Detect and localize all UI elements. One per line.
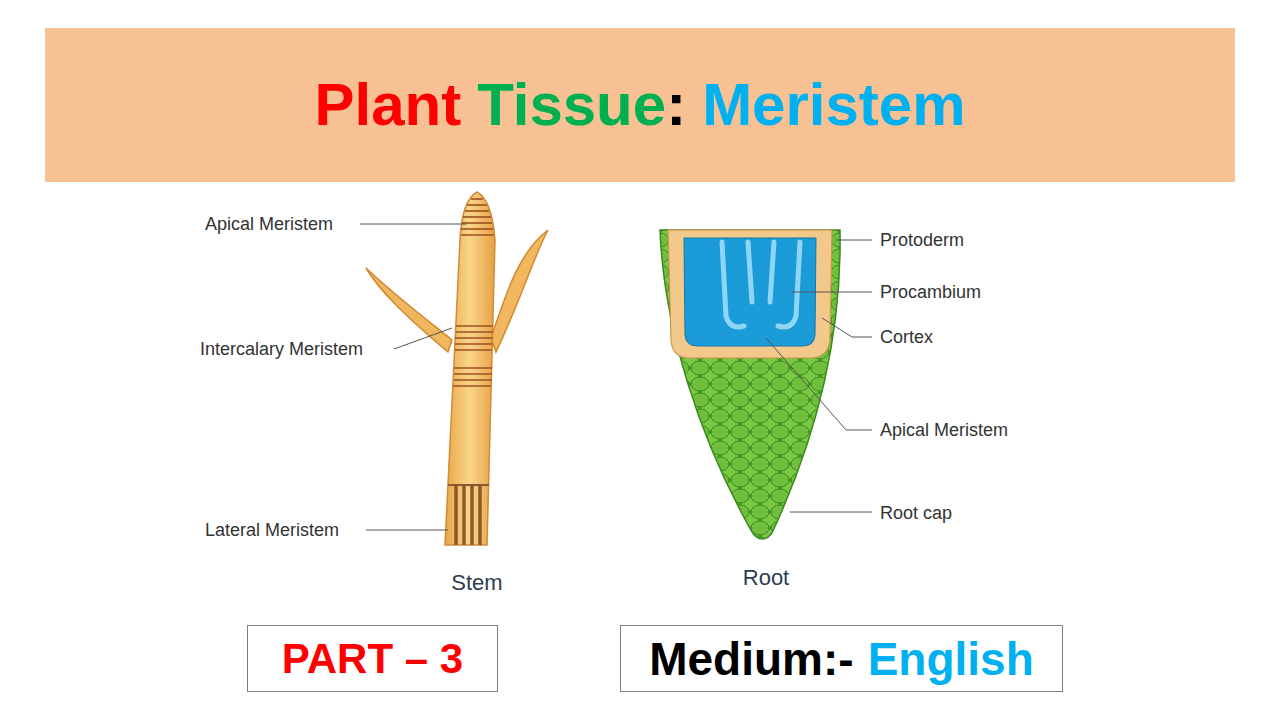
- title-colon: :: [666, 75, 686, 135]
- leader-line: [366, 530, 448, 531]
- leaf: [366, 268, 452, 352]
- intercalary-meristem-bands: [453, 326, 493, 386]
- procambium-strand: [722, 242, 744, 327]
- meristem-band: [465, 210, 489, 212]
- leaf: [491, 230, 548, 352]
- protoderm-layer: [668, 230, 832, 358]
- title-word: Tissue: [477, 75, 666, 135]
- meristem-band: [454, 373, 492, 375]
- leader-line: [836, 240, 872, 241]
- leader-lines: [360, 224, 872, 530]
- meristem-band: [448, 484, 489, 486]
- meristem-band: [462, 222, 492, 224]
- meristem-band: [456, 331, 493, 333]
- meristem-band: [461, 228, 493, 230]
- title-band: Plant Tissue: Meristem: [45, 28, 1235, 182]
- part-box: PART – 3: [247, 625, 498, 692]
- meristem-band: [455, 337, 493, 339]
- meristem-band: [453, 385, 491, 387]
- root-cap-cells: [660, 230, 840, 539]
- meristem-band: [471, 198, 483, 200]
- procambium-strand: [770, 242, 774, 302]
- procambium-strands: [722, 242, 800, 327]
- part-label: Cortex: [880, 328, 933, 346]
- procambium-strand: [748, 242, 752, 302]
- lateral-meristem-strands: [448, 485, 489, 545]
- meristem-band: [467, 204, 487, 206]
- medium-value: English: [868, 636, 1034, 682]
- part-label: Root cap: [880, 504, 952, 522]
- meristem-strand: [454, 485, 458, 545]
- title-word: Plant: [314, 75, 461, 135]
- apical-meristem-bands: [461, 199, 494, 235]
- part-label: Apical Meristem: [205, 215, 333, 233]
- meristem-band: [463, 216, 491, 218]
- meristem-band: [455, 349, 492, 351]
- meristem-band: [455, 343, 492, 345]
- figure-caption: Stem: [451, 572, 502, 594]
- meristem-strand: [478, 485, 482, 545]
- part-number: PART – 3: [282, 638, 463, 680]
- leader-line: [790, 512, 872, 513]
- part-label: Apical Meristem: [880, 421, 1008, 439]
- part-label: Lateral Meristem: [205, 521, 339, 539]
- medium-box: Medium:- English: [620, 625, 1063, 692]
- meristem-band: [461, 234, 494, 236]
- meristem-strand: [462, 485, 466, 545]
- leader-line: [766, 338, 872, 430]
- leader-line: [822, 318, 872, 337]
- leader-line: [792, 292, 872, 293]
- leader-line: [394, 328, 452, 349]
- medium-label: Medium:-: [649, 636, 853, 682]
- part-label: Protoderm: [880, 231, 964, 249]
- meristem-band: [454, 379, 492, 381]
- meristem-band: [454, 367, 492, 369]
- leader-line: [360, 224, 466, 225]
- procambium-strand: [778, 242, 800, 327]
- part-label: Procambium: [880, 283, 981, 301]
- meristem-band: [456, 325, 493, 327]
- figure-caption: Root: [743, 567, 789, 589]
- part-label: Intercalary Meristem: [200, 340, 363, 358]
- stem-body: [445, 192, 495, 545]
- meristem-strand: [470, 485, 474, 545]
- title-word: Meristem: [702, 75, 965, 135]
